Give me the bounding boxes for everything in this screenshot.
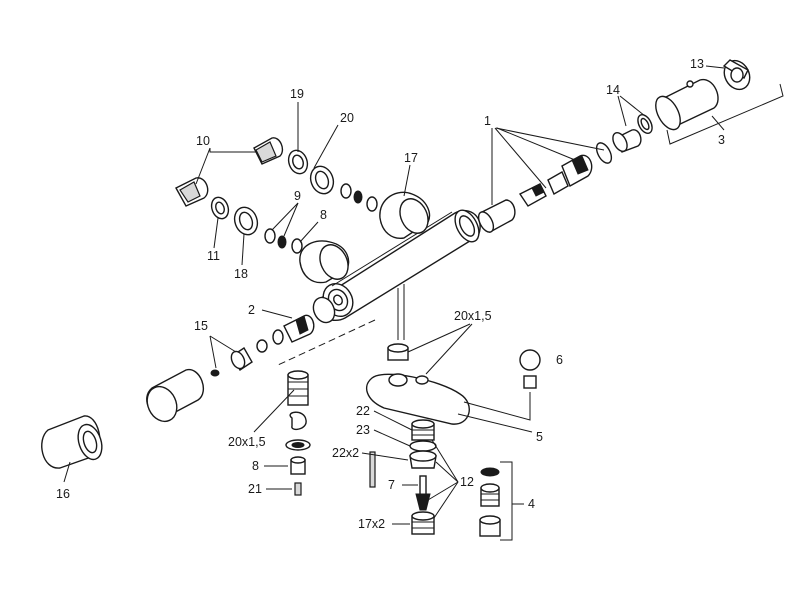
- label-part-8-lower: 8: [252, 459, 259, 473]
- label-part-16: 16: [56, 487, 70, 501]
- leader-lines: [63, 65, 725, 525]
- label-part-21: 21: [248, 482, 262, 496]
- handle-sleeve-part-3: [655, 79, 719, 131]
- temperature-knob: [146, 369, 204, 423]
- cartridge-part-2: [256, 296, 336, 353]
- seal-small-upper: [340, 183, 378, 212]
- label-part-2: 2: [248, 303, 255, 317]
- connector-part-10-upper: [253, 137, 284, 165]
- spring-clip: [289, 411, 307, 431]
- bracket-part-4: [500, 461, 513, 541]
- filter-part-8-lower: [290, 456, 306, 475]
- label-part-10: 10: [196, 134, 210, 148]
- ring-part-19: [287, 149, 309, 175]
- assembly-axis-line: [277, 319, 376, 366]
- filter-part-8: [291, 238, 303, 254]
- label-part-6: 6: [556, 353, 563, 367]
- label-17x2: 17x2: [358, 517, 385, 531]
- ring-part-11: [210, 196, 230, 220]
- label-part-4: 4: [528, 497, 535, 511]
- nipple-20x15: [287, 370, 309, 406]
- label-part-20: 20: [340, 111, 354, 125]
- bushing-22x2: [409, 450, 437, 469]
- label-part-11: 11: [207, 249, 220, 263]
- spout-part-5: [365, 373, 470, 425]
- seal-part-9: [264, 228, 287, 249]
- screw-long: [369, 451, 376, 488]
- screw-part-21: [294, 482, 302, 496]
- label-part-13: 13: [690, 57, 704, 71]
- knob-cap-part-13: [722, 59, 751, 91]
- connector-part-10-lower: [175, 177, 209, 207]
- label-part-3: 3: [718, 133, 725, 147]
- handle-insert-part-15: [210, 347, 253, 377]
- part-number-labels: 1 2 3 4 5 6 7 8 8 9 10 11 12 13 14 15 16…: [56, 57, 725, 531]
- label-part-19: 19: [290, 87, 304, 101]
- ring-part-14: [637, 114, 653, 134]
- wall-connector-lower: [299, 240, 350, 284]
- diverter-part-23: [409, 440, 437, 452]
- cover-cap-part-16: [41, 415, 103, 469]
- label-part-17: 17: [404, 151, 418, 165]
- label-part-22: 22: [356, 404, 370, 418]
- label-part-8-upper: 8: [320, 208, 327, 222]
- nut-part-20: [309, 165, 335, 195]
- label-part-7: 7: [388, 478, 395, 492]
- label-part-12: 12: [460, 475, 474, 489]
- label-part-5: 5: [536, 430, 543, 444]
- diverter-part-22: [411, 419, 435, 441]
- wall-connector-upper: [379, 191, 431, 239]
- button-part-6: [519, 349, 541, 389]
- label-part-23: 23: [356, 423, 370, 437]
- label-part-15: 15: [194, 319, 208, 333]
- pin-part-7: [415, 475, 431, 511]
- label-22x2: 22x2: [332, 446, 359, 460]
- label-part-9: 9: [294, 189, 301, 203]
- cartridge-17x2: [411, 511, 435, 535]
- bracket-part-3: [666, 83, 784, 145]
- nipple-20x15-upper: [387, 343, 409, 361]
- thermostat-cartridge-part-1: [454, 129, 642, 243]
- label-part-14: 14: [606, 83, 620, 97]
- label-20x15-upper: 20x1,5: [454, 309, 492, 323]
- washer-lower: [285, 439, 311, 451]
- label-part-18: 18: [234, 267, 248, 281]
- label-part-1: 1: [484, 114, 491, 128]
- label-20x15-lower: 20x1,5: [228, 435, 266, 449]
- aerator-part-4: [479, 467, 501, 537]
- nut-part-18: [233, 206, 259, 236]
